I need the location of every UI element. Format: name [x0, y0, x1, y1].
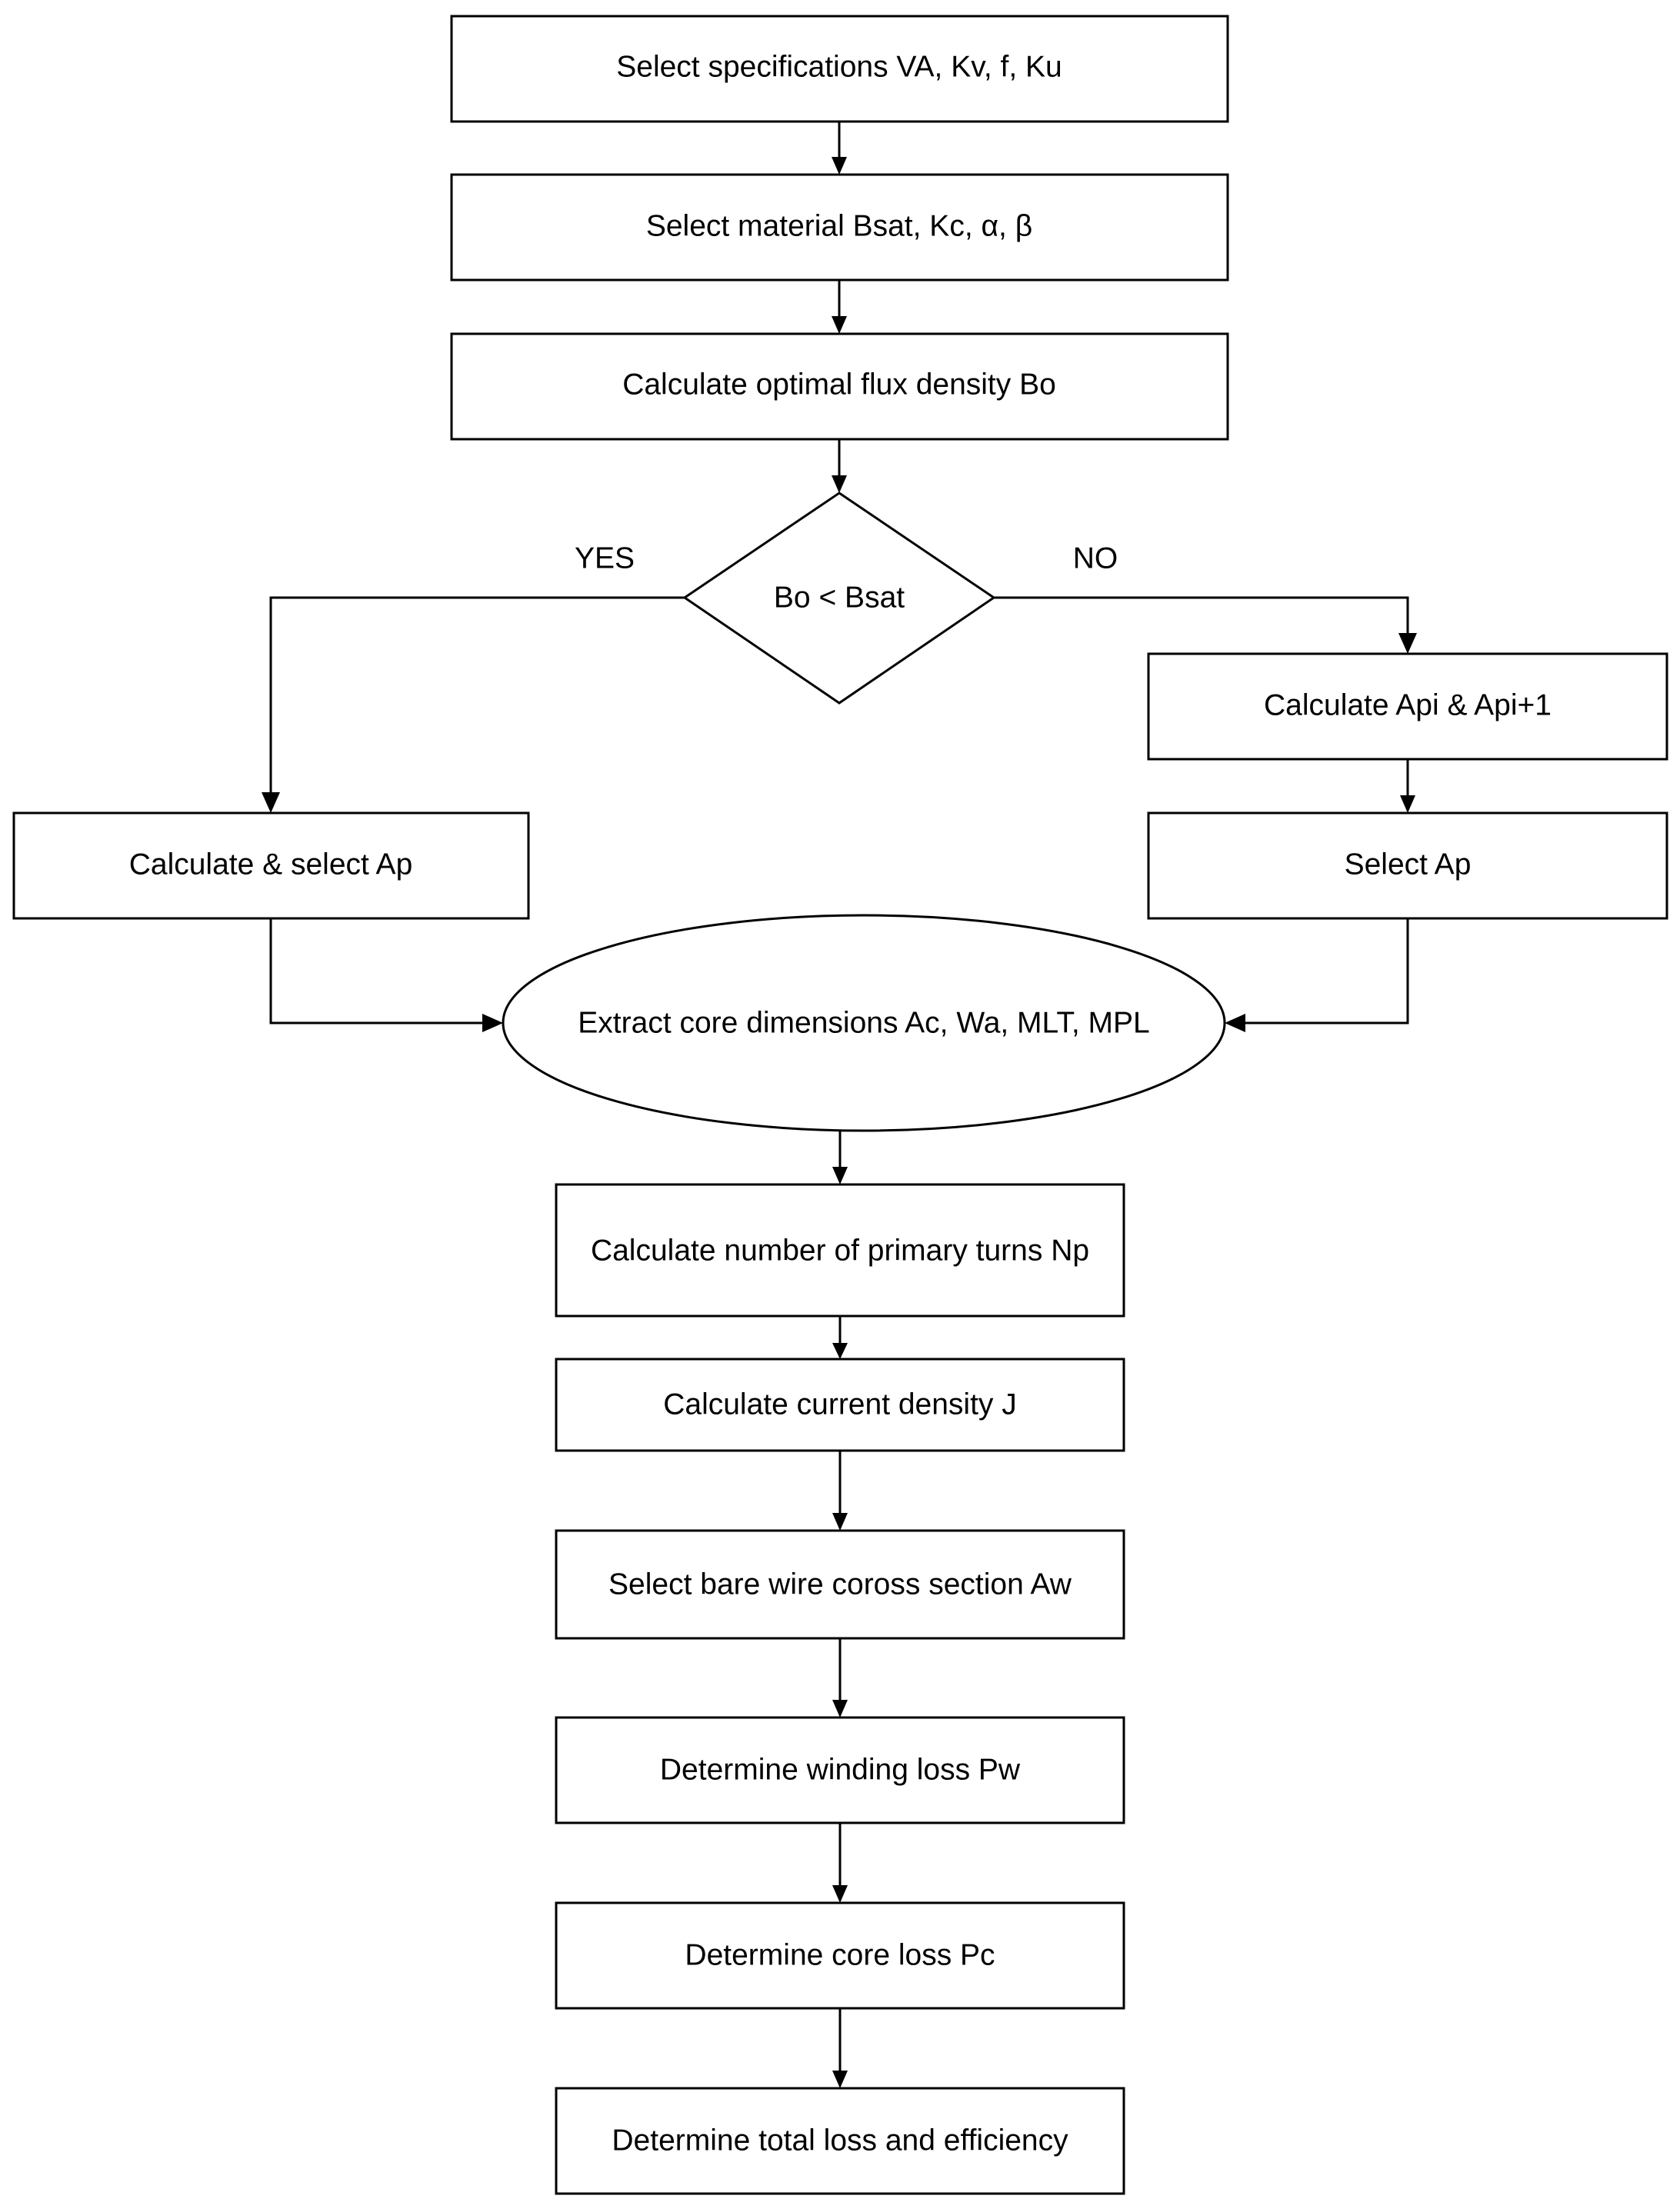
- connector-wire-to-winding: [832, 1638, 848, 1718]
- step-winding-loss-label: Determine winding loss Pw: [660, 1754, 1021, 1787]
- step-calc-primary-turns: Calculate number of primary turns Np: [555, 1183, 1125, 1318]
- step-select-material-label: Select material Bsat, Kc, α, β: [646, 210, 1032, 243]
- connector-no-branch: [994, 596, 1417, 654]
- step-select-ap: Select Ap: [1147, 811, 1668, 920]
- connector-yes-branch: [262, 596, 685, 813]
- step-calc-primary-turns-label: Calculate number of primary turns Np: [591, 1234, 1089, 1268]
- step-select-specifications-label: Select specifications VA, Kv, f, Ku: [616, 51, 1062, 84]
- connector-core-to-turns: [832, 1131, 848, 1184]
- step-select-material: Select material Bsat, Kc, α, β: [450, 173, 1229, 282]
- connector-right-to-core: [1225, 918, 1409, 1032]
- step-calc-api: Calculate Api & Api+1: [1147, 652, 1668, 761]
- connector-flux-to-decision: [832, 439, 847, 493]
- connector-density-to-wire: [832, 1451, 848, 1531]
- connector-material-to-flux: [832, 280, 847, 334]
- step-calc-optimal-flux-label: Calculate optimal flux density Bo: [622, 368, 1056, 401]
- connector-specs-to-material: [832, 122, 847, 175]
- step-select-ap-label: Select Ap: [1345, 848, 1472, 881]
- step-calc-current-density: Calculate current density J: [555, 1358, 1125, 1452]
- step-calc-current-density-label: Calculate current density J: [663, 1388, 1017, 1421]
- connector-api-to-select-ap: [1400, 759, 1415, 813]
- step-calc-api-label: Calculate Api & Api+1: [1264, 689, 1552, 722]
- step-extract-core: Extract core dimensions Ac, Wa, MLT, MPL: [502, 914, 1226, 1132]
- step-select-specifications: Select specifications VA, Kv, f, Ku: [450, 15, 1229, 123]
- branch-yes-label: YES: [575, 542, 635, 575]
- step-winding-loss: Determine winding loss Pw: [555, 1716, 1125, 1824]
- connector-turns-to-density: [832, 1316, 848, 1359]
- step-core-loss: Determine core loss Pc: [555, 1901, 1125, 2010]
- decision-label: Bo < Bsat: [774, 581, 905, 615]
- step-extract-core-label: Extract core dimensions Ac, Wa, MLT, MPL: [578, 1007, 1149, 1040]
- branch-no-label: NO: [1073, 542, 1118, 575]
- step-calc-select-ap: Calculate & select Ap: [12, 811, 530, 920]
- step-total-loss-label: Determine total loss and efficiency: [612, 2124, 1068, 2157]
- step-calc-select-ap-label: Calculate & select Ap: [129, 848, 413, 881]
- connector-core-loss-to-total: [832, 2008, 848, 2088]
- connector-winding-to-core-loss: [832, 1823, 848, 1903]
- step-select-wire: Select bare wire coross section Aw: [555, 1529, 1125, 1640]
- step-total-loss: Determine total loss and efficiency: [555, 2087, 1125, 2195]
- connector-left-to-core: [269, 918, 503, 1032]
- step-select-wire-label: Select bare wire coross section Aw: [608, 1568, 1072, 1601]
- step-core-loss-label: Determine core loss Pc: [685, 1939, 995, 1972]
- step-calc-optimal-flux: Calculate optimal flux density Bo: [450, 332, 1229, 441]
- decision-bo-lt-bsat: Bo < Bsat: [682, 491, 996, 705]
